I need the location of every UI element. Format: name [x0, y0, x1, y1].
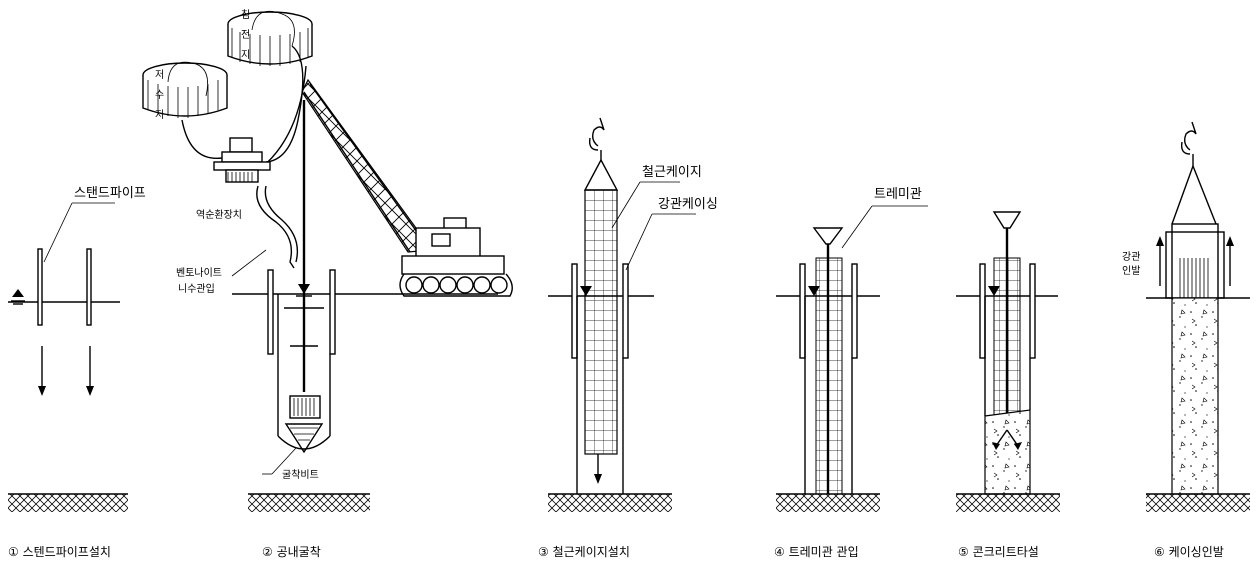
- step5-concrete: [956, 211, 1060, 512]
- label-steel-casing: 강관케이싱: [658, 197, 718, 212]
- label-settling-tank: 침 전 지: [241, 9, 250, 61]
- svg-text:지: 지: [155, 109, 164, 121]
- label-reverse-circulation: 역순환장치: [196, 209, 242, 221]
- svg-text:수: 수: [155, 89, 164, 101]
- step4-tremie: [776, 205, 928, 512]
- caption-step4: ④ 트레미관 관입: [774, 545, 859, 559]
- step1-standpipe: [8, 202, 128, 512]
- caption-step5: ⑤ 콘크리트타설: [958, 545, 1039, 559]
- caption-step6: ⑥ 케이싱인발: [1154, 545, 1224, 559]
- label-tremie: 트레미관: [874, 187, 922, 202]
- svg-text:전: 전: [241, 29, 250, 41]
- svg-text:니수관입: 니수관입: [178, 282, 215, 295]
- step6-casing-pull: [1146, 121, 1250, 512]
- label-reservoir: 저 수 지: [155, 69, 164, 121]
- label-drill-bit: 굴착비트: [282, 469, 319, 481]
- caption-step1: ① 스텐드파이프설치: [8, 545, 111, 559]
- label-bentonite: 벤토나이트 니수관입: [176, 249, 267, 295]
- step2-excavation: [142, 10, 513, 512]
- svg-text:벤토나이트: 벤토나이트: [176, 267, 222, 279]
- svg-text:침: 침: [241, 9, 250, 21]
- caption-step2: ② 공내굴착: [262, 545, 321, 559]
- svg-text:저: 저: [155, 69, 164, 81]
- svg-text:인발: 인발: [1122, 265, 1140, 277]
- label-rebar-cage: 철근케이지: [642, 165, 702, 180]
- label-standpipe: 스탠드파이프: [74, 186, 146, 201]
- label-casing-pull: 강관 인발: [1122, 251, 1140, 277]
- caption-step3: ③ 철근케이지설치: [538, 545, 630, 559]
- svg-text:강관: 강관: [1122, 251, 1140, 263]
- step3-rebar-cage: [548, 117, 696, 512]
- svg-text:지: 지: [241, 49, 250, 61]
